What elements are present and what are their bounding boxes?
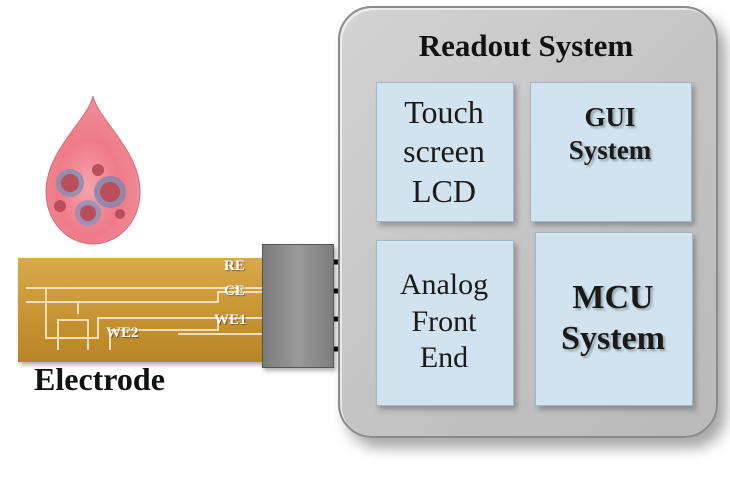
afe-line-1: Analog bbox=[399, 268, 489, 302]
mcu-line-1: MCU bbox=[572, 278, 654, 316]
analog-front-end-label: Analog Front End bbox=[376, 244, 512, 400]
analog-front-end-block bbox=[376, 240, 514, 406]
gui-system-label: GUI System bbox=[530, 86, 690, 182]
electrode-pin-we1: WE1 bbox=[214, 312, 247, 328]
gui-line-1: GUI bbox=[584, 102, 636, 133]
mcu-system-block bbox=[535, 232, 693, 406]
electrode-pin-we2: WE2 bbox=[106, 325, 139, 341]
gui-system-block bbox=[530, 82, 692, 222]
touchscreen-lcd-block bbox=[376, 82, 514, 222]
touch-line-1: Touch bbox=[404, 94, 484, 131]
electrode-connector bbox=[262, 244, 334, 368]
afe-line-2: Front bbox=[411, 304, 477, 338]
mcu-system-label: MCU System bbox=[535, 234, 691, 402]
mcu-line-2: System bbox=[561, 320, 665, 357]
touchscreen-lcd-label: Touch screen LCD bbox=[376, 84, 512, 220]
afe-line-3: End bbox=[419, 341, 469, 375]
readout-system-title: Readout System bbox=[418, 28, 634, 63]
electrode-title: Electrode bbox=[34, 361, 165, 397]
touch-line-2: screen bbox=[403, 133, 485, 170]
touch-line-3: LCD bbox=[412, 172, 476, 209]
blood-drop-icon bbox=[45, 95, 141, 245]
gui-line-2: System bbox=[568, 135, 652, 165]
electrode-pin-ce: CE bbox=[224, 283, 245, 299]
electrode-pin-re: RE bbox=[224, 258, 245, 274]
electrode-traces bbox=[26, 287, 266, 350]
electrode-strip bbox=[18, 258, 268, 362]
